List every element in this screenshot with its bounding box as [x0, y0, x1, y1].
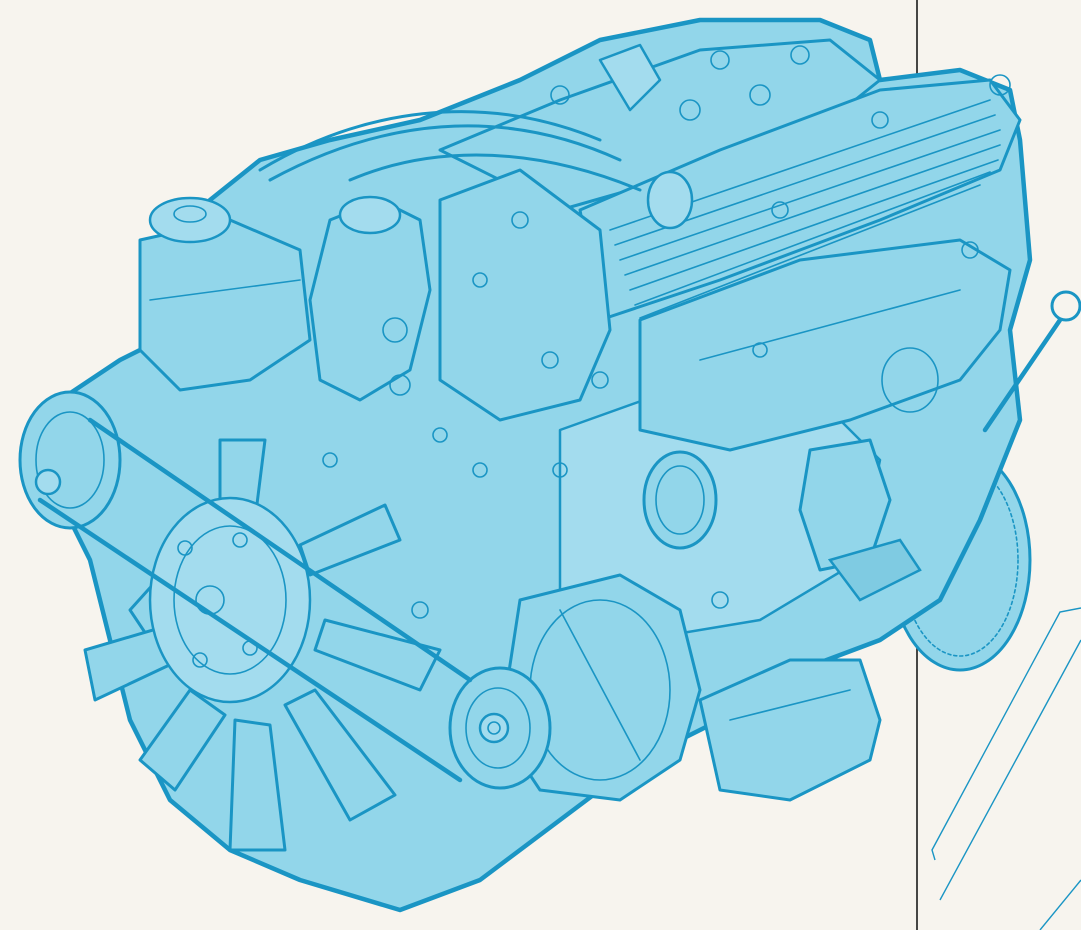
alternator-pulley [448, 666, 552, 790]
intake-manifold [638, 238, 1012, 452]
cam-cover [578, 74, 1022, 322]
expansion-tank [138, 196, 312, 392]
engine-mount [798, 438, 922, 602]
distributor [308, 195, 432, 402]
ignition-leads [258, 110, 642, 192]
cooling-fan [83, 438, 442, 852]
dipstick [982, 290, 1081, 433]
cylinder-head [438, 38, 882, 212]
crank-pulley [18, 390, 122, 530]
timing-cover [438, 168, 612, 422]
fan-belt [37, 417, 473, 783]
bolts [322, 342, 768, 619]
